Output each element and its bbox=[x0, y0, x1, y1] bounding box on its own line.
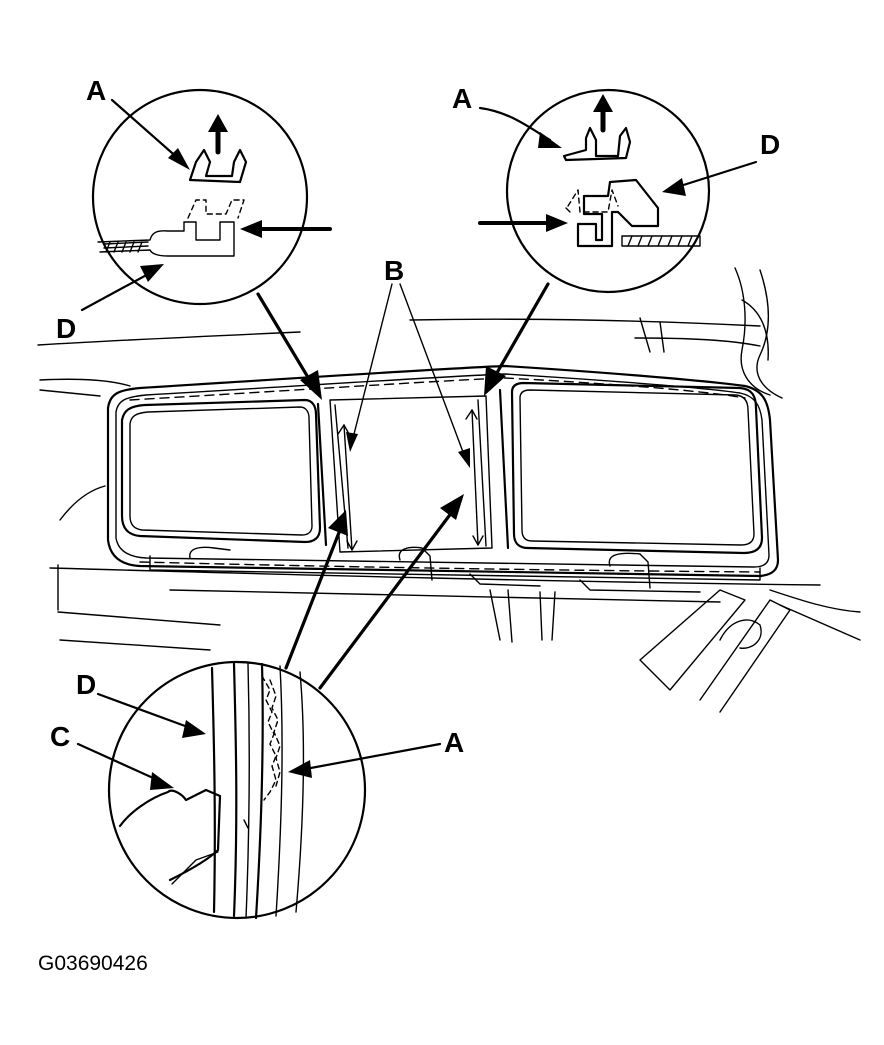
label-a-top-left: A bbox=[86, 75, 106, 106]
rear-window-frame bbox=[106, 364, 780, 593]
label-d-bottom: D bbox=[76, 669, 96, 700]
label-d-top-right: D bbox=[760, 129, 780, 160]
detail-circle-bottom bbox=[107, 660, 367, 920]
label-c-bottom: C bbox=[50, 721, 70, 752]
label-leaders bbox=[76, 98, 758, 790]
label-a-bottom: A bbox=[444, 727, 464, 758]
detail-circle-top-right bbox=[478, 88, 711, 294]
vehicle-body bbox=[37, 267, 861, 713]
detail-circle-top-left bbox=[91, 88, 332, 306]
label-d-top-left: D bbox=[56, 313, 76, 344]
leader-arrows bbox=[256, 282, 550, 690]
figure-code: G03690426 bbox=[38, 952, 148, 975]
label-b-center: B bbox=[384, 255, 404, 286]
label-a-top-right: A bbox=[452, 83, 472, 114]
